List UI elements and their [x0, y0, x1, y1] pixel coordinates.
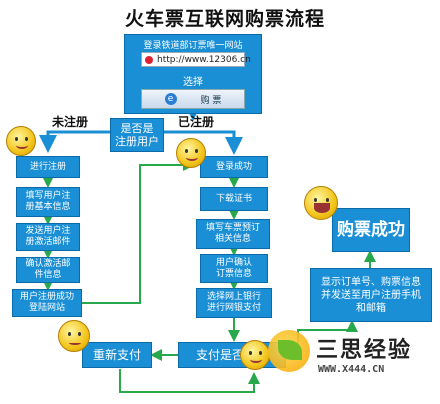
decision-registered: 是否是 注册用户 [110, 118, 164, 152]
step-register-success: 用户注册成功 登陆网站 [12, 289, 82, 317]
smiley-icon [6, 126, 36, 156]
watermark-brand: 三思经验 [316, 338, 413, 363]
step-fill-basic-info: 填写用户注 册基本信息 [16, 187, 80, 217]
url-text: http://www.12306.cn [157, 54, 251, 65]
watermark: 三思经验 WWW.X444.CN [268, 326, 436, 388]
step-confirm-activation: 确认激活邮 件信息 [16, 257, 80, 283]
step-repay: 重新支付 [82, 342, 152, 368]
arrow-register-to-login [82, 159, 195, 304]
arrow-repay-loop [119, 369, 260, 393]
smiley-icon [176, 138, 206, 168]
label-registered: 已注册 [178, 115, 215, 129]
ticket-site-panel: 登录铁道部订票唯一网站 http://www.12306.cn 选择 e 购 票 [124, 34, 262, 114]
step-show-order-info: 显示订单号、购票信息 并发送至用户注册手机 和邮箱 [310, 268, 432, 322]
step-register: 进行注册 [16, 156, 80, 178]
label-unregistered: 未注册 [52, 115, 89, 129]
url-bar: http://www.12306.cn [141, 52, 251, 67]
step-online-payment: 选择网上银行 进行网银支付 [196, 288, 272, 318]
choose-label: 选择 [183, 77, 203, 88]
ticket-tab-label: 购 票 [200, 95, 222, 106]
site-header: 登录铁道部订票唯一网站 [143, 41, 243, 51]
watermark-url: WWW.X444.CN [318, 364, 385, 375]
smiley-icon [240, 340, 270, 370]
step-login-success: 登录成功 [200, 156, 268, 178]
laughing-smiley-icon [304, 186, 338, 220]
diagram-title: 火车票互联网购票流程 [124, 8, 325, 30]
step-confirm-order: 用户确认 订票信息 [200, 254, 268, 283]
sad-smiley-icon [58, 320, 90, 352]
step-download-cert: 下载证书 [200, 187, 268, 211]
arrow-decision-to-register [39, 130, 110, 153]
step-fill-booking: 填写车票预订 相关信息 [196, 219, 270, 249]
step-purchase-success: 购票成功 [332, 208, 410, 252]
ie-icon: e [164, 93, 177, 105]
browser-icon [145, 55, 153, 64]
arrow-decision-to-login [164, 130, 243, 155]
ticket-tab-bar: e 购 票 [141, 89, 245, 109]
step-send-activation: 发送用户注 册激活邮件 [16, 223, 80, 251]
